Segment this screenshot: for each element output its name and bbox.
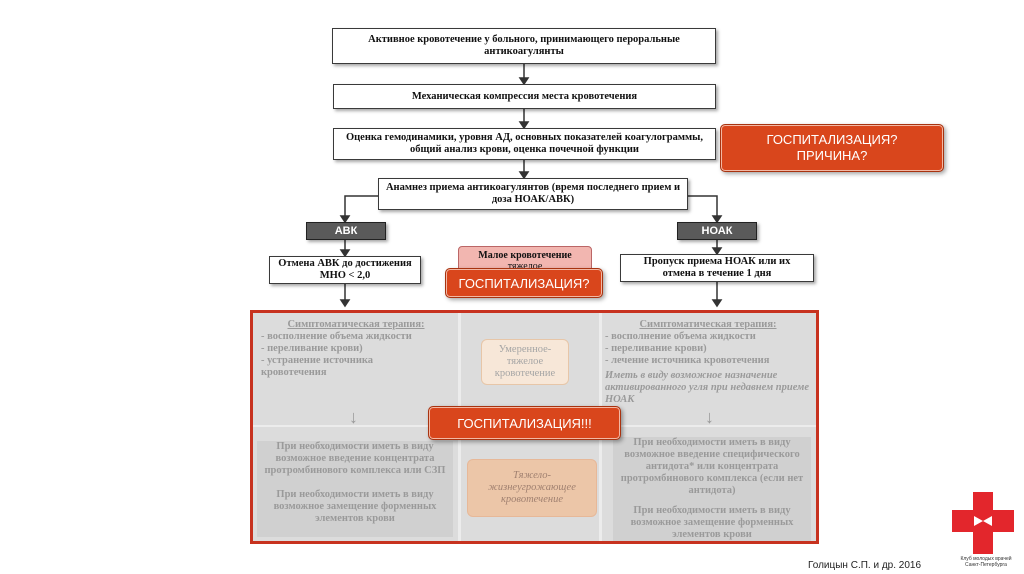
right-therapy-block: Симптоматическая терапия: - восполнение … (605, 319, 811, 406)
citation: Голицын С.П. и др. 2016 (808, 560, 922, 571)
left-therapy-item: кровотечения (261, 367, 327, 378)
branch-avk: АВК (306, 222, 386, 240)
right-therapy-item: - лечение источника кровотечения (605, 355, 770, 366)
hospitalization-urgent-callout: ГОСПИТАЛИЗАЦИЯ!!! (428, 406, 621, 440)
left-bottom-text-1: При необходимости иметь в виду возможное… (264, 441, 446, 476)
severe-bleeding-box: Тяжело- жизнеугрожающее кровотечение (467, 459, 597, 517)
right-therapy-title: Симптоматическая терапия: (639, 319, 777, 330)
left-therapy-item: - восполнение объема жидкости (261, 331, 412, 342)
small-bleeding-label: Малое кровотечение (478, 250, 572, 261)
branch-noak: НОАК (677, 222, 757, 240)
flow-step-compression: Механическая компрессия места кровотечен… (333, 84, 716, 109)
right-bottom-text-1: При необходимости иметь в виду возможное… (620, 437, 804, 496)
right-bottom-text-2: При необходимости иметь в виду возможное… (630, 505, 794, 540)
down-arrow-icon: ↓ (705, 407, 714, 427)
severe-bleeding-label: Тяжело- жизнеугрожающее кровотечение (488, 470, 576, 505)
logo-caption: Клуб молодых врачей Санкт-Петербурга (948, 556, 1024, 568)
moderate-bleeding-box: Умеренное- тяжелое кровотечение (481, 339, 569, 385)
logo-caption-line1: Клуб молодых врачей (960, 556, 1012, 562)
left-therapy-item: - переливание крови) (261, 343, 363, 354)
right-therapy-note: Иметь в виду возможное назначение активи… (605, 370, 809, 405)
small-bleeding-sub: тяжелое (507, 261, 543, 272)
moderate-bleeding-label: Умеренное- тяжелое кровотечение (494, 344, 556, 379)
left-bottom-block: При необходимости иметь в виду возможное… (257, 441, 453, 537)
hospitalization-reason-callout: ГОСПИТАЛИЗАЦИЯ? ПРИЧИНА? (720, 124, 944, 172)
flow-step-active-bleeding: Активное кровотечение у больного, приним… (332, 28, 716, 64)
callout-line-2: ПРИЧИНА? (796, 148, 868, 163)
left-bottom-text-2: При необходимости иметь в виду возможное… (273, 489, 437, 524)
right-bottom-block: При необходимости иметь в виду возможное… (613, 437, 811, 541)
logo-caption-line2: Санкт-Петербурга (965, 562, 1007, 568)
right-therapy-item: - переливание крови) (605, 343, 707, 354)
flow-step-anamnesis: Анамнез приема антикоагулянтов (время по… (378, 178, 688, 210)
red-cross-logo (952, 492, 1014, 554)
left-therapy-item: - устранение источника (261, 355, 374, 366)
hospitalization-question-callout: ГОСПИТАЛИЗАЦИЯ? (445, 268, 603, 298)
callout-line-1: ГОСПИТАЛИЗАЦИЯ? (766, 132, 898, 147)
left-therapy-title: Симптоматическая терапия: (287, 319, 425, 330)
down-arrow-icon: ↓ (349, 407, 358, 427)
right-therapy-item: - восполнение объема жидкости (605, 331, 756, 342)
noak-skip-step: Пропуск приема НОАК или их отмена в тече… (620, 254, 814, 282)
flow-step-assessment: Оценка гемодинамики, уровня АД, основных… (333, 128, 716, 160)
avk-cancel-step: Отмена АВК до достижения МНО < 2,0 (269, 256, 421, 284)
left-therapy-block: Симптоматическая терапия: - восполнение … (261, 319, 451, 379)
